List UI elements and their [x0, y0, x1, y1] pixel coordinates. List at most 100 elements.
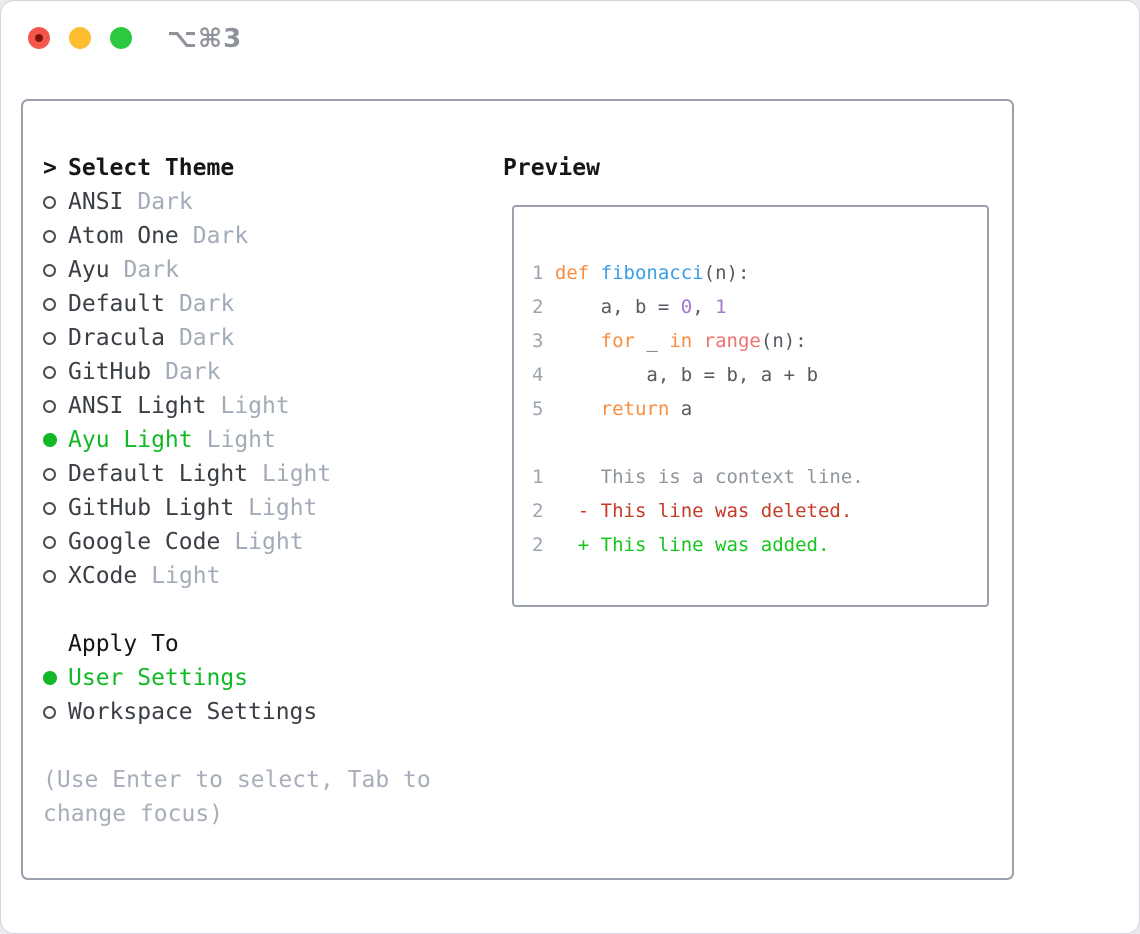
- radio-unselected-icon: [43, 705, 56, 719]
- line-number: 1: [532, 262, 544, 284]
- theme-list-header-row: > Select Theme: [43, 151, 483, 185]
- radio-unselected-icon: [43, 399, 56, 413]
- theme-list-header: Select Theme: [68, 155, 235, 181]
- theme-variant-tag: Light: [262, 461, 332, 487]
- line-number: 1: [532, 466, 544, 488]
- theme-option[interactable]: Google Code Light: [43, 525, 483, 559]
- apply-to-header: Apply To: [68, 631, 179, 657]
- theme-option[interactable]: ANSI Dark: [43, 185, 483, 219]
- diff-preview: 1 This is a context line. 2 - This line w…: [532, 460, 864, 562]
- theme-variant-tag: Dark: [178, 291, 235, 317]
- radio-unselected-icon: [43, 297, 56, 311]
- diff-text: This is a context line.: [543, 466, 864, 488]
- apply-to-header-row: Apply To: [43, 627, 483, 661]
- theme-variant-tag: Dark: [192, 223, 249, 249]
- code-line: 2 a, b = 0, 1: [532, 290, 864, 324]
- code-token: a, b =: [554, 296, 681, 318]
- theme-variant-tag: Light: [220, 393, 290, 419]
- option-label: Ayu: [68, 257, 110, 283]
- option-label: Default: [68, 291, 165, 317]
- code-token: range: [703, 330, 761, 352]
- option-label: ANSI Light: [68, 393, 207, 419]
- zoom-button[interactable]: [110, 27, 132, 49]
- diff-text: - This line was deleted.: [543, 500, 853, 522]
- code-token: 1: [715, 296, 727, 318]
- option-label: Workspace Settings: [68, 699, 318, 725]
- code-token: for: [600, 330, 635, 352]
- theme-variant-tag: Light: [234, 529, 304, 555]
- option-label: Atom One: [68, 223, 179, 249]
- close-button-dot-icon: [35, 34, 43, 42]
- radio-unselected-icon: [43, 263, 56, 277]
- theme-option[interactable]: GitHub Light Light: [43, 491, 483, 525]
- theme-variant-tag: Dark: [137, 189, 193, 215]
- line-number: 2: [532, 500, 544, 522]
- apply-option[interactable]: User Settings: [43, 661, 483, 695]
- radio-unselected-icon: [43, 365, 56, 379]
- theme-variant-tag: Dark: [123, 257, 179, 283]
- code-token: [555, 398, 601, 420]
- theme-option[interactable]: XCode Light: [43, 559, 483, 593]
- option-label: Dracula: [68, 325, 165, 351]
- code-line: 4 a, b = b, a + b: [532, 358, 864, 392]
- line-number: 4: [532, 364, 544, 386]
- line-number: 3: [532, 330, 544, 352]
- theme-option[interactable]: Ayu Dark: [43, 253, 483, 287]
- option-label: Google Code: [68, 529, 221, 555]
- radio-unselected-icon: [43, 501, 56, 515]
- help-text: (Use Enter to select, Tab to change focu…: [43, 767, 431, 827]
- option-label: GitHub: [68, 359, 152, 385]
- line-number: 2: [532, 534, 544, 556]
- theme-option[interactable]: Atom One Dark: [43, 219, 483, 253]
- radio-unselected-icon: [43, 229, 56, 243]
- code-token: fibonacci: [600, 262, 704, 284]
- option-label: ANSI: [68, 189, 124, 215]
- option-label: Default Light: [68, 461, 249, 487]
- code-token: [555, 330, 601, 352]
- code-line: 3 for _ in range(n):: [532, 324, 864, 358]
- theme-option[interactable]: ANSI Light Light: [43, 389, 483, 423]
- theme-option[interactable]: Default Light Light: [43, 457, 483, 491]
- code-token: in: [669, 330, 693, 352]
- option-label: User Settings: [68, 665, 249, 691]
- radio-selected-icon: [43, 671, 57, 685]
- option-label: XCode: [68, 563, 138, 589]
- cursor-chevron-icon: >: [43, 155, 57, 181]
- theme-variant-tag: Dark: [165, 359, 221, 385]
- theme-variant-tag: Light: [206, 427, 276, 453]
- apply-option[interactable]: Workspace Settings: [43, 695, 483, 729]
- radio-unselected-icon: [43, 331, 56, 345]
- code-line: 5 return a: [532, 392, 864, 426]
- radio-unselected-icon: [43, 467, 56, 481]
- code-token: [692, 330, 703, 352]
- code-token: _: [635, 330, 670, 352]
- code-token: a, b = b, a + b: [554, 364, 819, 386]
- diff-line: 2 + This line was added.: [532, 528, 864, 562]
- radio-unselected-icon: [43, 535, 56, 549]
- minimize-button[interactable]: [69, 27, 91, 49]
- code-token: (n):: [703, 262, 750, 284]
- close-button[interactable]: [28, 27, 50, 49]
- theme-option[interactable]: Default Dark: [43, 287, 483, 321]
- code-line: 1 def fibonacci(n):: [532, 256, 864, 290]
- theme-option[interactable]: GitHub Dark: [43, 355, 483, 389]
- window-title-shortcut: ⌥⌘3: [167, 24, 243, 54]
- diff-line: 1 This is a context line.: [532, 460, 864, 494]
- diff-text: + This line was added.: [543, 534, 830, 556]
- option-label: GitHub Light: [68, 495, 235, 521]
- traffic-lights: [28, 27, 132, 49]
- code-token: def: [554, 262, 601, 284]
- theme-variant-tag: Light: [248, 495, 318, 521]
- radio-unselected-icon: [43, 195, 56, 209]
- theme-variant-tag: Light: [151, 563, 221, 589]
- code-token: 0: [680, 296, 693, 318]
